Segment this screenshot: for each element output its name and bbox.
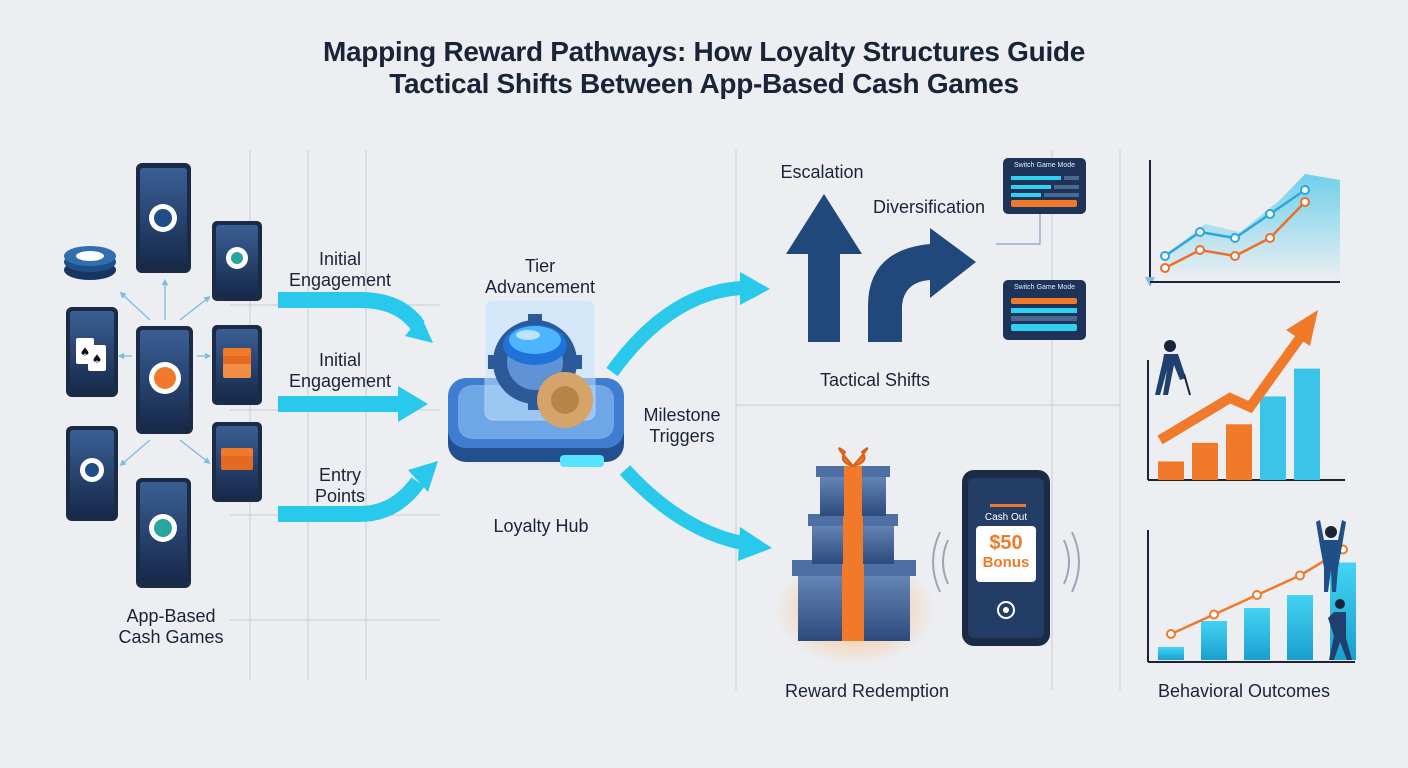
line-point-1-3: [1230, 233, 1240, 243]
worker-figure-icon: [1155, 340, 1191, 396]
label-escalation: Escalation: [780, 162, 864, 182]
line-point-1-5: [1300, 185, 1310, 195]
bar-1: [1158, 461, 1184, 480]
label-loyalty-hub: Loyalty Hub: [493, 516, 589, 536]
outcome-bar-4: [1287, 595, 1313, 660]
cashout-phone: [932, 470, 1080, 646]
diagram-title-line-2: Tactical Shifts Between App-Based Cash G…: [389, 68, 1019, 99]
arrowhead-4: [740, 272, 770, 305]
phone-left: ♠ ♠: [66, 307, 118, 397]
bar-2: [1192, 442, 1218, 480]
flow-arrow-initial-engagement-mid: [278, 386, 428, 422]
line-point-1-1: [1160, 251, 1170, 261]
switch-panel-bottom-title: Switch Game Mode: [1013, 284, 1076, 291]
chip-stack: [64, 246, 116, 280]
cash-out-amount: $50: [989, 532, 1023, 554]
svg-text:♠: ♠: [92, 352, 103, 366]
flow-arrow-initial-engagement-top: [278, 292, 425, 331]
phone-upper-right: [212, 221, 262, 301]
line-chart-panel: [1145, 160, 1340, 287]
switch-panel-bottom: [1003, 280, 1086, 340]
arrowhead-5: [738, 527, 772, 561]
phone-top: [136, 163, 191, 273]
phone-bottom: [136, 478, 191, 588]
flow-arrow-to-reward: [619, 465, 744, 550]
phone-middle-right: [212, 325, 262, 405]
outcome-bar-1: [1158, 647, 1184, 660]
line-point-2-4: [1265, 233, 1275, 243]
line-point-1-4: [1265, 209, 1275, 219]
cluster-connectors: [117, 278, 212, 467]
outcome-point-3: [1252, 590, 1262, 600]
line-point-2-5: [1300, 197, 1310, 207]
outcome-bar-2: [1201, 621, 1227, 660]
diversification-arrow: [868, 228, 976, 342]
loyalty-hub: [448, 299, 624, 467]
cheering-figure-icon: [1316, 520, 1346, 592]
line-chart-series: [1160, 185, 1310, 273]
label-diversification: Diversification: [872, 197, 986, 217]
line-point-2-3: [1230, 251, 1240, 261]
cash-out-bonus: Bonus: [982, 554, 1030, 571]
outcome-point-1: [1166, 629, 1176, 639]
diagram-title-line-1: Mapping Reward Pathways: How Loyalty Str…: [322, 36, 1086, 67]
outcome-chart-panel: [1147, 530, 1355, 663]
phone-lower-left: [66, 426, 118, 521]
escalation-arrow: [786, 194, 862, 342]
outcome-bar-3: [1244, 608, 1270, 660]
phone-lower-right: [212, 422, 262, 502]
outcome-point-2: [1209, 609, 1219, 620]
line-point-1-2: [1195, 227, 1205, 237]
cash-out-label: Cash Out: [984, 512, 1028, 523]
label-reward-redemption: Reward Redemption: [784, 681, 950, 701]
outcome-point-4: [1295, 570, 1305, 581]
bar-3: [1226, 424, 1252, 480]
svg-text:♠: ♠: [80, 345, 91, 359]
bar-5: [1294, 368, 1320, 480]
grid-lines: [230, 150, 1121, 690]
switch-panel-top-title: Switch Game Mode: [1013, 162, 1076, 169]
phone-center: [136, 326, 193, 434]
flow-arrow-to-tactical: [606, 281, 743, 377]
switch-panel-top: [1003, 158, 1086, 214]
label-behavioral-outcomes: Behavioral Outcomes: [1157, 681, 1331, 701]
bar-4: [1260, 396, 1286, 480]
gift-stack: [775, 447, 935, 665]
climbing-figure-icon: [1328, 599, 1352, 660]
bar-chart-trend-arrow: [1157, 310, 1318, 445]
line-point-2-1: [1160, 263, 1170, 273]
arrowhead-1: [405, 316, 433, 343]
line-point-2-2: [1195, 245, 1205, 255]
label-tactical-shifts: Tactical Shifts: [819, 370, 931, 390]
bar-chart-series: [1158, 368, 1320, 480]
flow-arrow-entry-points: [278, 477, 425, 522]
arrowhead-3: [408, 461, 438, 492]
